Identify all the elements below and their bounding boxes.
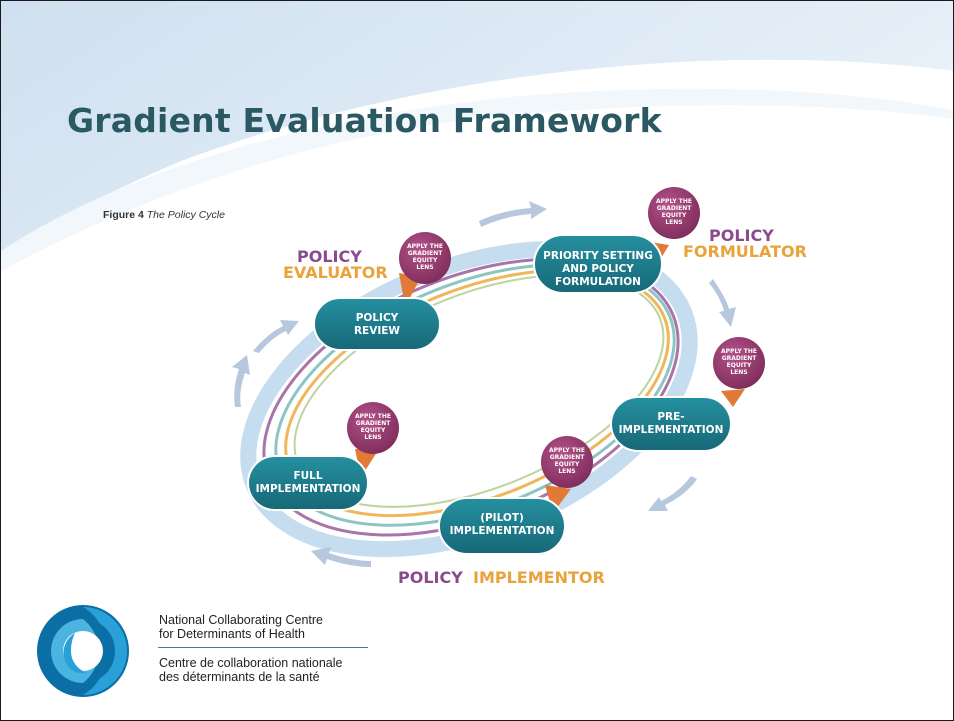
badge-line: GRADIENT [356,420,392,427]
node-priority-setting: PRIORITY SETTING AND POLICY FORMULATION [533,234,663,294]
arrow-right-upper-icon [709,279,736,327]
role-label-line: IMPLEMENTOR [473,568,605,587]
badge-line: GRADIENT [408,250,444,257]
node-label-line: FULL [293,470,322,482]
equity-badge-pilot: APPLY THE GRADIENT EQUITY LENS [541,436,593,513]
badge-line: LENS [665,219,682,226]
cycle-arrows [232,201,736,567]
badge-line: EQUITY [555,461,580,468]
node-label-line: FORMULATION [555,276,641,288]
node-label-line: (PILOT) [480,512,524,524]
figure-title: The Policy Cycle [146,209,225,221]
badge-line: LENS [364,434,381,441]
arrow-top-icon [479,201,547,227]
badge-line: GRADIENT [550,454,586,461]
org-name-line: des déterminants de la santé [159,670,320,684]
badge-line: APPLY THE [656,198,692,205]
role-label-line: FORMULATOR [683,242,807,261]
badge-line: EQUITY [413,257,438,264]
node-policy-review: POLICY REVIEW [313,297,441,351]
nccdh-logo-icon [37,605,129,697]
node-label-line: PRE- [657,411,684,423]
figure-number: Figure 4 [103,209,144,221]
role-label-line: POLICY [398,568,463,587]
badge-line: GRADIENT [722,355,758,362]
node-label-line: PRIORITY SETTING [543,250,653,262]
badge-line: APPLY THE [407,243,443,250]
badge-line: EQUITY [727,362,752,369]
node-pilot-implementation: (PILOT) IMPLEMENTATION [438,497,566,555]
arrow-bottom-icon [311,547,371,567]
role-policy-evaluator: POLICY EVALUATOR [283,247,388,282]
node-label-line: IMPLEMENTATION [256,483,361,495]
role-label-line: POLICY [297,247,362,266]
node-label-line: REVIEW [354,325,400,337]
badge-line: APPLY THE [355,413,391,420]
figure-caption: Figure 4 The Policy Cycle [103,209,225,221]
org-name-french: Centre de collaboration nationale des dé… [159,656,342,684]
arrow-left-upper-icon [253,320,299,353]
org-name-line: for Determinants of Health [159,627,305,641]
role-policy-implementor: POLICY IMPLEMENTOR [398,568,605,587]
role-label-line: POLICY [709,226,774,245]
arrow-right-lower-icon [648,476,697,511]
badge-line: LENS [416,264,433,271]
badge-line: GRADIENT [657,205,693,212]
badge-line: APPLY THE [549,447,585,454]
node-label-line: IMPLEMENTATION [619,424,724,436]
equity-badge-full: APPLY THE GRADIENT EQUITY LENS [347,402,399,477]
equity-badge-review: APPLY THE GRADIENT EQUITY LENS [399,232,451,307]
node-label-line: IMPLEMENTATION [450,525,555,537]
equity-badge-pre: APPLY THE GRADIENT EQUITY LENS [713,337,765,407]
node-pre-implementation: PRE- IMPLEMENTATION [610,396,732,452]
org-name-line: National Collaborating Centre [159,613,323,627]
org-name-english: National Collaborating Centre for Determ… [159,613,323,641]
node-full-implementation: FULL IMPLEMENTATION [247,455,369,511]
badge-line: EQUITY [662,212,687,219]
node-label-line: AND POLICY [562,263,634,275]
badge-line: LENS [730,369,747,376]
node-label-line: POLICY [356,312,399,324]
org-divider [158,647,368,648]
badge-line: APPLY THE [721,348,757,355]
org-name-line: Centre de collaboration nationale [159,656,343,670]
slide-title: Gradient Evaluation Framework [67,101,662,140]
badge-line: EQUITY [361,427,386,434]
badge-line: LENS [558,468,575,475]
arrow-left-lower-icon [232,355,250,407]
role-policy-formulator: POLICY FORMULATOR [683,226,807,261]
role-label-line: EVALUATOR [283,263,388,282]
